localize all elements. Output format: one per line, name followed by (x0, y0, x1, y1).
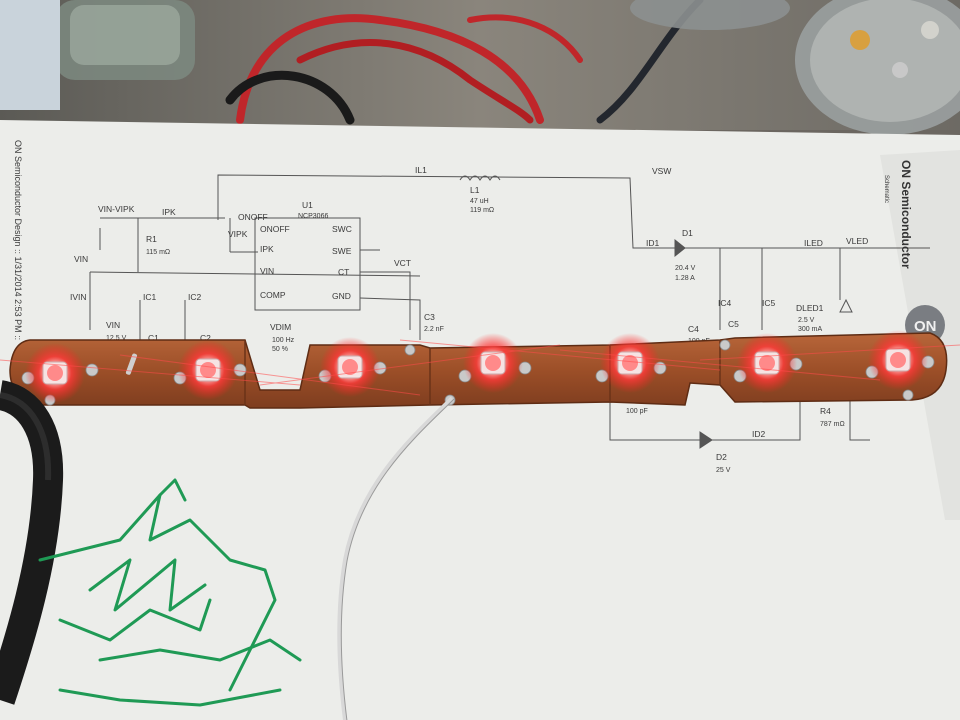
label-d2-voltage: 25 V (716, 467, 731, 474)
label-c1: C1 (148, 333, 159, 343)
label-vdim-frequency: 100 Hz (272, 337, 295, 344)
label-vsw: VSW (652, 166, 671, 176)
label-vin-source-value: 12.5 V (106, 335, 127, 342)
label-vin-node: VIN (74, 254, 88, 264)
label-d1: D1 (682, 228, 693, 238)
label-c3: C3 (424, 312, 435, 322)
label-u1: U1 (302, 200, 313, 210)
label-ic1: IC1 (143, 292, 157, 302)
label-c3-value: 2.2 nF (424, 326, 444, 333)
label-vin-vipk: VIN-VIPK (98, 204, 135, 214)
led (737, 333, 797, 393)
schematic-wiring (89, 174, 930, 449)
glass-jar (55, 0, 195, 80)
schematic-tag: Schematic (883, 175, 889, 203)
schematic-labels: VIN-VIPK IPK ONOFF U1 NCP3066 IL1 L1 47 … (70, 165, 868, 474)
grid-paper (0, 0, 60, 110)
label-c5: C5 (728, 319, 739, 329)
label-d2: D2 (716, 452, 727, 462)
label-r4-value: 787 mΩ (820, 421, 845, 428)
on-semiconductor-side-text: ON Semiconductor (899, 160, 913, 269)
label-l1-resistance: 119 mΩ (470, 207, 494, 214)
label-dled1: DLED1 (796, 303, 824, 313)
label-l1: L1 (470, 185, 480, 195)
label-l1-value: 47 uH (470, 198, 489, 205)
label-r1: R1 (146, 234, 157, 244)
label-ipk: IPK (162, 207, 176, 217)
pin-swc: SWC (332, 224, 352, 234)
label-onoff: ONOFF (238, 212, 268, 222)
led (600, 333, 660, 393)
label-ivin: IVIN (70, 292, 87, 302)
pin-ct: CT (338, 267, 349, 277)
label-c2: C2 (200, 333, 211, 343)
label-ic4: IC4 (718, 298, 732, 308)
label-d1-voltage: 20.4 V (675, 265, 696, 272)
label-d1-current: 1.28 A (675, 275, 695, 282)
pin-gnd: GND (332, 291, 351, 301)
label-dled1-current: 300 mA (798, 326, 822, 333)
label-dled1-voltage: 2.5 V (798, 317, 815, 324)
label-ic2: IC2 (188, 292, 202, 302)
design-footer-text: ON Semiconductor Design :: 1/31/2014 2:5… (13, 140, 23, 340)
label-vdim-duty: 50 % (272, 346, 288, 353)
led (25, 343, 85, 403)
label-id1: ID1 (646, 238, 660, 248)
label-ic5: IC5 (762, 298, 776, 308)
label-id2: ID2 (752, 429, 766, 439)
label-vct: VCT (394, 258, 411, 268)
label-il1: IL1 (415, 165, 427, 175)
pin-comp: COMP (260, 290, 286, 300)
label-ncp3066: NCP3066 (298, 213, 328, 220)
pin-onoff: ONOFF (260, 224, 290, 234)
led (868, 330, 928, 390)
white-wire (337, 396, 455, 720)
led (463, 333, 523, 393)
led-row (25, 330, 928, 403)
label-r4: R4 (820, 406, 831, 416)
label-r1-value: 115 mΩ (146, 249, 170, 256)
label-iled: ILED (804, 238, 823, 248)
label-vled: VLED (846, 236, 868, 246)
label-vin-source: VIN (106, 320, 120, 330)
label-vipk: VIPK (228, 229, 248, 239)
pin-ipk: IPK (260, 244, 274, 254)
led (178, 340, 238, 400)
parts-dish (630, 0, 790, 30)
svg-text:ON: ON (914, 318, 937, 335)
pin-swe: SWE (332, 246, 352, 256)
parts-tray (795, 0, 960, 135)
marker-drawing (38, 478, 302, 707)
probe-cable (0, 380, 64, 705)
pin-vin: VIN (260, 266, 274, 276)
label-c4: C4 (688, 324, 699, 334)
light-streaks (0, 339, 960, 396)
label-100pf: 100 pF (626, 408, 648, 415)
label-vdim: VDIM (270, 322, 291, 332)
